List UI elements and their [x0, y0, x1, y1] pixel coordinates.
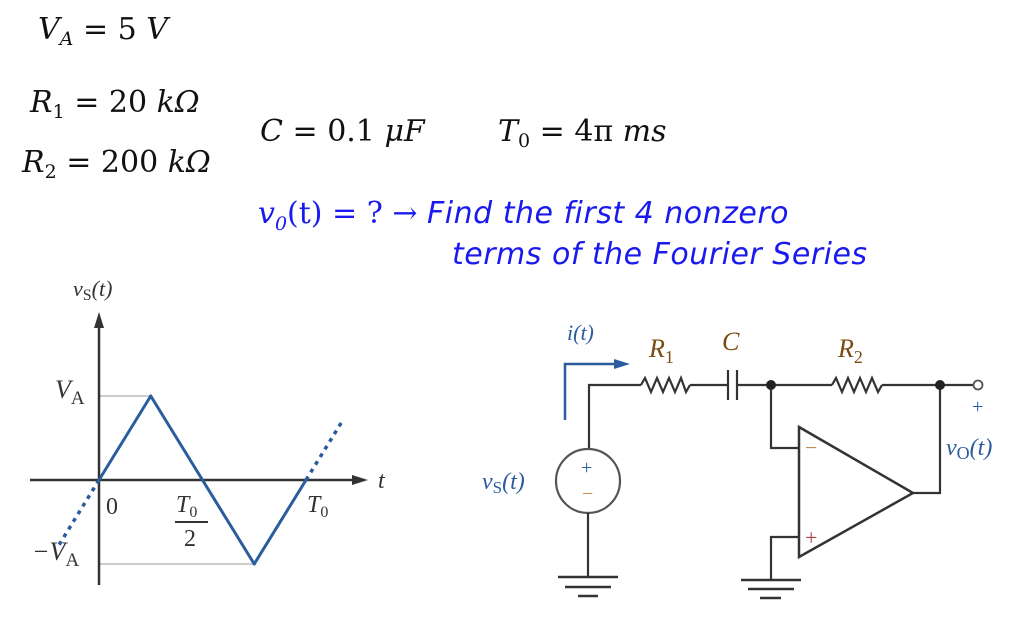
- source-plus: +: [581, 457, 592, 479]
- source-minus: −: [582, 483, 593, 505]
- current-arrow-head-icon: [614, 359, 630, 369]
- current-label: i(t): [567, 320, 594, 345]
- question-line-2: terms of the Fourier Series: [452, 237, 868, 272]
- ground-icon-opamp: [741, 578, 801, 600]
- ground-icon-source: [558, 575, 618, 598]
- r2-unit: kΩ: [167, 145, 211, 180]
- given-r1: R1 = 20 kΩ: [30, 85, 200, 123]
- r1-value: = 20: [74, 85, 157, 120]
- question-lhs-rest: (t) = ? →: [287, 196, 418, 231]
- tick-label-half-period-den: 2: [184, 526, 196, 552]
- given-va: VA = 5 V: [38, 12, 168, 50]
- junction-node-output: [935, 380, 945, 390]
- r2-value: = 200: [66, 145, 168, 180]
- tick-label-period: T0: [307, 492, 328, 521]
- question-text-1: Find the first 4 nonzero: [427, 196, 790, 231]
- tick-label-zero: 0: [106, 494, 118, 520]
- wire-output-feedback: [913, 385, 942, 495]
- t0-sub: 0: [518, 130, 531, 152]
- r2-label: R2: [837, 334, 863, 367]
- c-unit: μF: [384, 114, 425, 149]
- waveform-guides: [99, 395, 255, 565]
- wire-noninverting-to-ground: [769, 535, 799, 580]
- wire-source-to-r1: [587, 383, 641, 449]
- waveform-segment: [201, 478, 256, 566]
- va-value: = 5: [82, 12, 147, 47]
- opamp-triangle: [797, 424, 916, 560]
- output-terminal: [972, 379, 984, 391]
- c-symbol: C: [260, 114, 283, 149]
- t0-value: = 4π: [539, 114, 623, 149]
- x-axis-label: t: [378, 468, 386, 494]
- question-line-1: v0(t) = ? → Find the first 4 nonzero: [258, 196, 789, 235]
- question-lhs-sub: 0: [274, 213, 288, 235]
- c-label: C: [722, 327, 740, 356]
- question-lhs: v: [258, 196, 275, 231]
- given-r2: R2 = 200 kΩ: [22, 145, 211, 183]
- r1-sub: 1: [52, 101, 65, 123]
- waveform-segment: [97, 394, 153, 482]
- tick-label-half-period: T0: [176, 492, 197, 521]
- r1-label: R1: [648, 334, 674, 367]
- y-axis-arrow-icon: [94, 312, 104, 328]
- x-axis-arrow-icon: [352, 475, 368, 485]
- c-value: = 0.1: [292, 114, 385, 149]
- opamp-minus-label: −: [805, 435, 817, 460]
- question-text-2: terms of the Fourier Series: [452, 237, 868, 272]
- current-arrow: [563, 362, 620, 420]
- waveform-continuation-left: [56, 479, 101, 549]
- va-symbol: V: [38, 12, 60, 47]
- waveform-segment: [252, 478, 308, 566]
- wire-node-to-inverting: [769, 385, 799, 450]
- r2-symbol: R: [22, 145, 45, 180]
- output-voltage-label: vO(t): [946, 435, 992, 463]
- r1-unit: kΩ: [156, 85, 200, 120]
- tick-label-neg-va: −VA: [32, 537, 79, 571]
- waveform-marks: [56, 394, 345, 566]
- given-t0: T0 = 4π ms: [498, 114, 667, 152]
- output-plus-label: +: [972, 396, 983, 418]
- va-sub: A: [59, 28, 74, 50]
- resistor-r1: [640, 374, 691, 395]
- tick-label-va: VA: [55, 375, 85, 409]
- source-label: vS(t): [482, 469, 525, 497]
- waveform-segment: [149, 394, 204, 482]
- r1-symbol: R: [30, 85, 53, 120]
- waveform-continuation-right: [304, 418, 345, 481]
- r2-sub: 2: [44, 161, 57, 183]
- given-c: C = 0.1 μF: [260, 114, 425, 149]
- t0-symbol: T: [498, 114, 519, 149]
- opamp-plus-label: +: [805, 525, 817, 550]
- va-unit: V: [146, 12, 168, 47]
- t0-unit: ms: [622, 114, 667, 149]
- y-axis-label: vS(t): [73, 276, 112, 304]
- resistor-r2: [831, 375, 883, 395]
- junction-node-inverting: [766, 380, 776, 390]
